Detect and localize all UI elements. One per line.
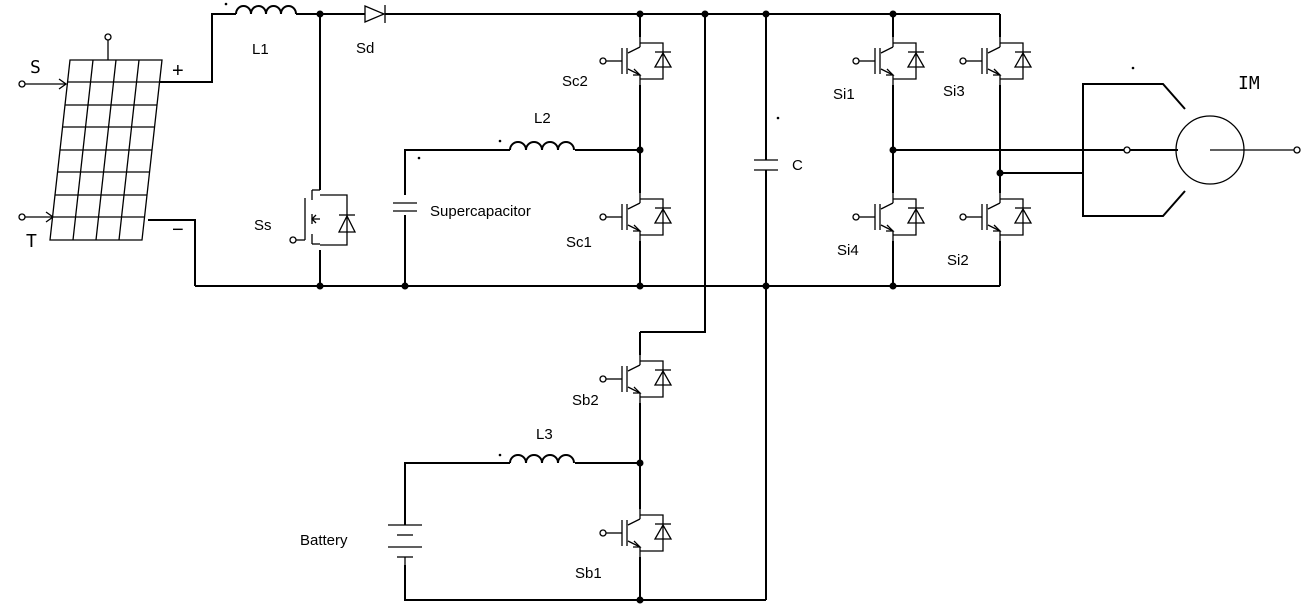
Sc1-label: Sc1 <box>566 234 592 251</box>
pv-input-s-label: S <box>30 57 41 78</box>
pv-panel <box>18 33 163 241</box>
dc-link-capacitor <box>754 116 780 171</box>
L1-label: L1 <box>252 41 269 58</box>
igbt-Si4 <box>852 192 934 242</box>
Sd-label: Sd <box>356 40 374 57</box>
igbt-Sc2 <box>599 36 681 86</box>
Si1-label: Si1 <box>833 86 855 103</box>
L3-label: L3 <box>536 426 553 443</box>
igbt-Si3 <box>959 36 1041 86</box>
pv-minus-label: − <box>172 219 184 241</box>
motor-label: IM <box>1238 73 1260 94</box>
inductor-L1 <box>224 2 297 15</box>
Si2-label: Si2 <box>947 252 969 269</box>
igbt-Sb1 <box>599 508 681 558</box>
supercapacitor-label: Supercapacitor <box>430 203 531 220</box>
Ss-label: Ss <box>254 217 272 234</box>
supercapacitor <box>393 156 421 212</box>
igbt-Si1 <box>852 36 934 86</box>
Sb1-label: Sb1 <box>575 565 602 582</box>
inductor-L3 <box>498 453 575 464</box>
battery <box>388 524 422 565</box>
Si3-label: Si3 <box>943 83 965 100</box>
igbt-Sb2 <box>599 354 681 404</box>
junction-dots <box>316 10 1004 604</box>
diode-Sd <box>364 5 386 23</box>
igbt-Si2 <box>959 192 1041 242</box>
Sb2-label: Sb2 <box>572 392 599 409</box>
L2-label: L2 <box>534 110 551 127</box>
C-label: C <box>792 157 803 174</box>
pv-input-t-label: T <box>26 231 37 252</box>
igbt-Sc1 <box>599 192 681 242</box>
Sc2-label: Sc2 <box>562 73 588 90</box>
Si4-label: Si4 <box>837 242 859 259</box>
pv-plus-label: + <box>172 60 184 82</box>
inductor-L2 <box>498 139 575 151</box>
mosfet-Ss <box>289 189 357 250</box>
induction-motor <box>1123 66 1301 185</box>
battery-label: Battery <box>300 532 348 549</box>
